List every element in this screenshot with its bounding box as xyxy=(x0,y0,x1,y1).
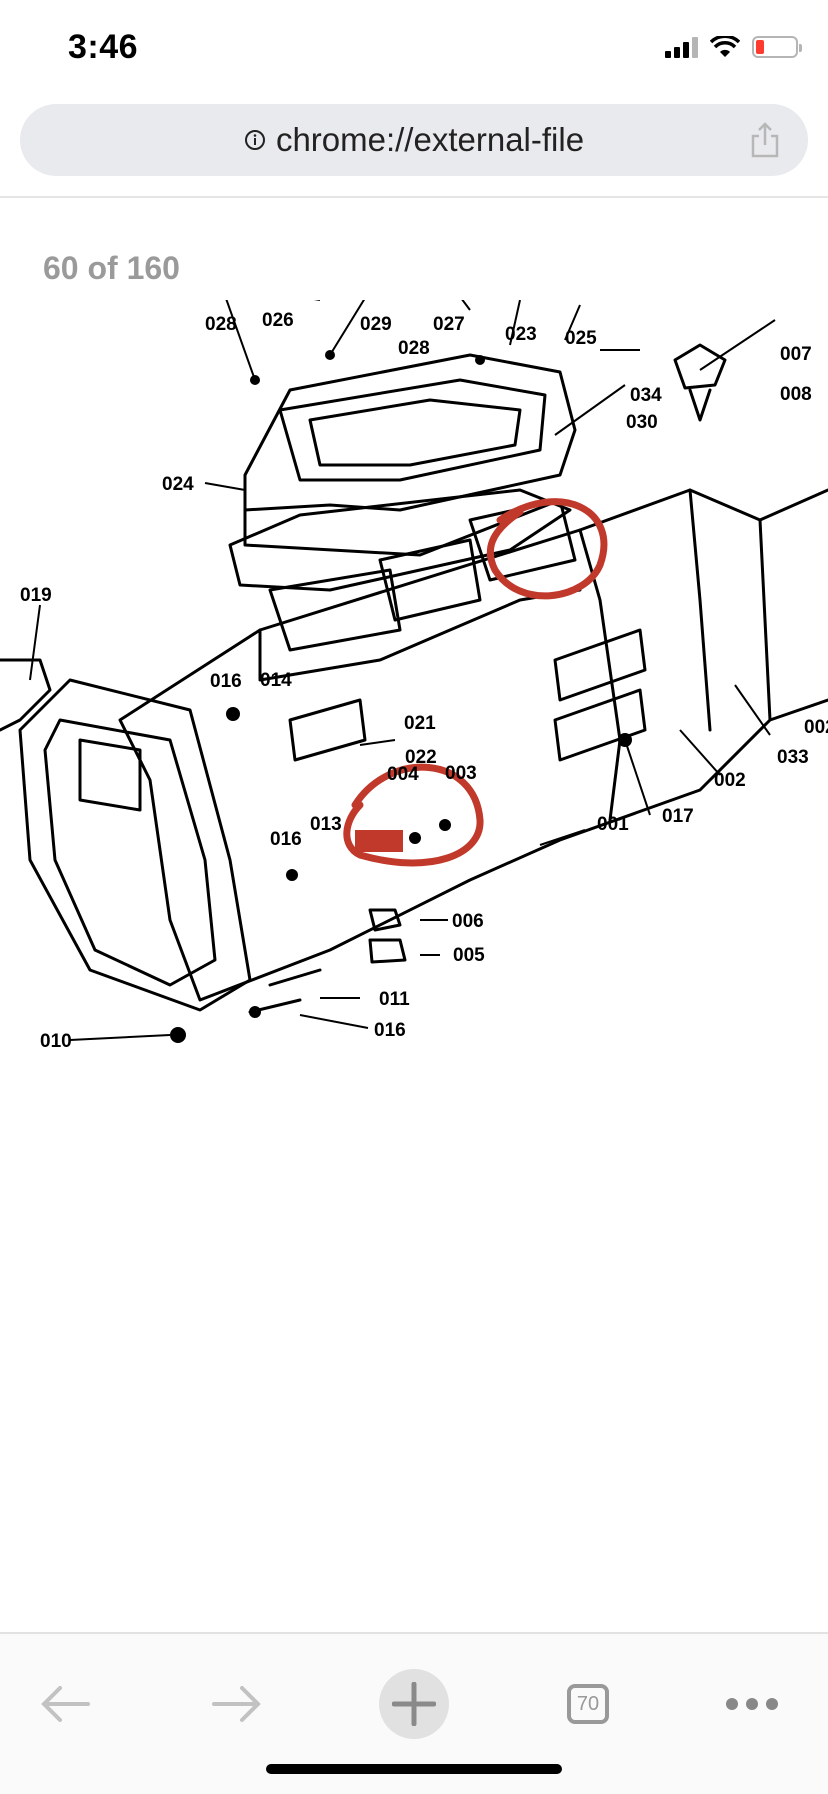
part-label: 010 xyxy=(40,1031,72,1052)
status-icons xyxy=(665,36,802,58)
part-label: 016 xyxy=(374,1020,406,1041)
tab-switcher-button[interactable]: 70 xyxy=(548,1664,628,1744)
part-label: 017 xyxy=(662,806,694,827)
more-dots-icon xyxy=(726,1698,778,1710)
back-arrow-icon xyxy=(41,1686,90,1722)
part-label: 025 xyxy=(565,328,597,349)
battery-icon xyxy=(752,36,802,58)
share-icon[interactable] xyxy=(748,122,782,158)
forward-button[interactable] xyxy=(198,1664,278,1744)
cellular-signal-icon xyxy=(665,36,698,58)
back-button[interactable] xyxy=(24,1664,104,1744)
part-label: 023 xyxy=(505,324,537,345)
info-icon[interactable] xyxy=(244,129,266,151)
part-label: 016 xyxy=(270,829,302,850)
part-label: 008 xyxy=(780,384,812,405)
part-label: 034 xyxy=(630,385,662,406)
home-indicator xyxy=(266,1764,562,1774)
part-label: 002 xyxy=(714,770,746,791)
status-time: 3:46 xyxy=(68,28,139,66)
part-label: 028 xyxy=(205,314,237,335)
status-bar: 3:46 xyxy=(0,0,828,100)
page-counter: 60 of 160 xyxy=(43,250,180,286)
part-label: 005 xyxy=(453,945,485,966)
part-label: 003 xyxy=(445,763,477,784)
part-label: 024 xyxy=(162,474,194,495)
part-label: 019 xyxy=(20,585,52,606)
part-label: 007 xyxy=(780,344,812,365)
address-bar[interactable]: chrome://external-file xyxy=(20,104,808,176)
part-label: 021 xyxy=(404,713,436,734)
part-label: 027 xyxy=(433,314,465,335)
plus-icon xyxy=(392,1682,436,1726)
part-label: 033 xyxy=(777,747,809,768)
part-label: 013 xyxy=(310,814,342,835)
part-label: 016 xyxy=(210,671,242,692)
part-label: 006 xyxy=(452,911,484,932)
part-label: 030 xyxy=(626,412,658,433)
part-label: 029 xyxy=(360,314,392,335)
forward-arrow-icon xyxy=(212,1686,261,1722)
part-label: 022 xyxy=(405,747,437,768)
new-tab-button[interactable] xyxy=(374,1664,454,1744)
part-label: 026 xyxy=(262,310,294,331)
toolbar-divider xyxy=(0,196,828,198)
more-menu-button[interactable] xyxy=(712,1664,792,1744)
parts-diagram: 028 026 029 027 023 025 007 028 034 008 … xyxy=(0,300,828,1052)
tabs-count: 70 xyxy=(567,1684,609,1724)
wifi-icon xyxy=(710,36,740,57)
address-url[interactable]: chrome://external-file xyxy=(275,121,585,158)
part-label: 001 xyxy=(597,814,629,835)
part-label: 004 xyxy=(387,764,419,785)
part-label: 002 xyxy=(804,717,828,738)
part-label: 028 xyxy=(398,338,430,359)
part-label: 014 xyxy=(260,670,292,691)
part-label: 011 xyxy=(379,989,410,1010)
